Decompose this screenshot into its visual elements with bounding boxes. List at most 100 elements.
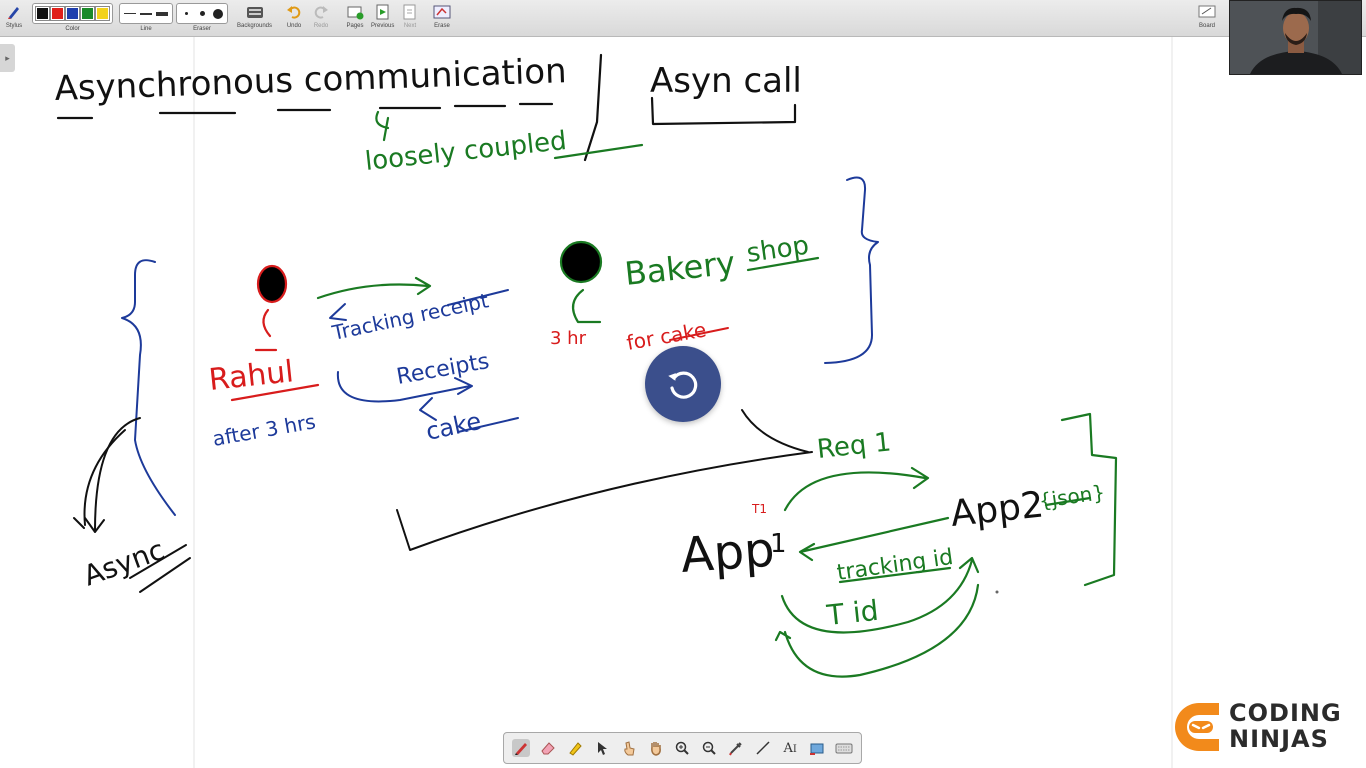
bakery-text: Bakery [623, 244, 737, 293]
stray-dot [995, 590, 999, 594]
screenshot-tool[interactable] [808, 739, 826, 757]
erase-button[interactable]: Erase [432, 3, 452, 30]
board-label: Board [1198, 23, 1215, 29]
hand-pointer-tool[interactable] [620, 739, 638, 757]
pipette-tool[interactable] [727, 739, 745, 757]
keyboard-tool[interactable] [835, 739, 853, 757]
pages-button[interactable]: Pages [345, 3, 365, 30]
pages-icon [345, 3, 365, 21]
ninja-logo-icon [1175, 703, 1219, 751]
title-underlines [56, 53, 797, 162]
keyboard-icon [835, 743, 853, 754]
line-widths [119, 3, 173, 24]
hand-icon [650, 742, 661, 756]
bakery-figure [316, 240, 820, 324]
right-brace [824, 176, 879, 364]
next-icon [400, 3, 420, 21]
tid-text: T id [824, 594, 880, 632]
color-swatch-black[interactable] [36, 7, 49, 20]
request-path [396, 409, 813, 551]
line-thick-option[interactable] [156, 11, 168, 16]
tracking-receipt-text: Tracking receipt [329, 288, 491, 345]
receipts-text: Receipts [395, 349, 492, 390]
undo-button[interactable]: Undo [284, 3, 304, 30]
eraser-label: Eraser [193, 26, 211, 32]
zoom-out-tool[interactable] [700, 739, 718, 757]
loosely-arrow [375, 110, 644, 160]
color-group: Color [32, 3, 113, 33]
pages-label: Pages [346, 23, 364, 29]
title-asynchronous-communication: Asynchronous communication [54, 51, 567, 109]
after-3-hrs-text: after 3 hrs [211, 409, 318, 451]
sidebar-toggle[interactable]: ▸ [0, 44, 15, 72]
pen-tool[interactable] [512, 739, 530, 757]
chevron-right-icon: ▸ [5, 52, 10, 63]
eraser-tool[interactable] [539, 739, 557, 757]
pointer-tool[interactable] [593, 739, 611, 757]
zoom-in-icon [676, 741, 690, 755]
color-swatch-blue[interactable] [66, 7, 79, 20]
previous-icon [373, 3, 393, 21]
screenshot-icon [810, 743, 824, 755]
stylus-tool[interactable]: Stylus [4, 3, 24, 30]
highlighter-tool[interactable] [566, 739, 584, 757]
erase-icon [432, 3, 452, 21]
coding-ninjas-logo: CODING NINJAS [1171, 700, 1361, 754]
keyboard-icon [245, 3, 265, 21]
redo-icon [311, 3, 331, 21]
board-button[interactable]: Board [1197, 3, 1217, 30]
app-flow [774, 412, 1118, 678]
line-medium-option[interactable] [140, 12, 152, 15]
eraser-small-option[interactable] [185, 12, 188, 15]
page-left-edge [193, 37, 195, 768]
presenter-avatar [1230, 1, 1361, 74]
line-tool[interactable] [754, 739, 772, 757]
pointer-icon [597, 742, 607, 755]
app2-text: App2 [949, 484, 1046, 535]
title-divider [583, 53, 603, 162]
tool-palette: AI [503, 732, 862, 764]
eraser-icon [541, 742, 555, 755]
color-swatch-yellow[interactable] [96, 7, 109, 20]
line-icon [756, 741, 770, 755]
tracking-id-text: tracking id [835, 545, 954, 586]
app1-text: App [679, 522, 776, 584]
board-icon [1197, 3, 1217, 21]
receipt-arrows [329, 289, 519, 433]
3-hr-text: 3 hr [550, 328, 587, 349]
eraser-large-option[interactable] [213, 8, 223, 19]
color-swatch-red[interactable] [51, 7, 64, 20]
app1-number: 1 [770, 529, 787, 559]
color-label: Color [65, 26, 80, 32]
webcam-video [1229, 0, 1362, 75]
next-label: Next [403, 23, 417, 29]
redo-button[interactable]: Redo [311, 3, 331, 30]
hand-tool[interactable] [647, 739, 665, 757]
previous-label: Previous [371, 23, 395, 29]
line-label: Line [140, 26, 152, 32]
zoom-in-tool[interactable] [674, 739, 692, 757]
replay-icon [668, 371, 698, 399]
eraser-medium-option[interactable] [200, 11, 205, 16]
async-text: Async [79, 533, 169, 593]
text-tool[interactable]: AI [781, 739, 799, 757]
hand-pointer-icon [623, 741, 635, 756]
replay-button[interactable] [645, 346, 721, 422]
backgrounds-button[interactable]: Backgrounds [237, 3, 272, 30]
zoom-out-icon [703, 741, 717, 755]
cake-text: cake [423, 407, 483, 446]
next-button[interactable]: Next [400, 3, 420, 30]
previous-button[interactable]: Previous [371, 3, 394, 30]
line-group: Line [119, 3, 173, 33]
t1-text: T1 [751, 502, 767, 516]
erase-label: Erase [434, 23, 450, 29]
top-toolbar: Stylus Color Line Eraser Backgro [0, 0, 1366, 37]
stylus-icon [4, 3, 24, 21]
color-swatch-green[interactable] [81, 7, 94, 20]
highlighter-icon [569, 742, 582, 756]
line-thin-option[interactable] [124, 13, 136, 14]
undo-icon [284, 3, 304, 21]
left-brace [121, 259, 176, 516]
for-cake-underline [669, 327, 729, 341]
undo-label: Undo [286, 23, 302, 29]
